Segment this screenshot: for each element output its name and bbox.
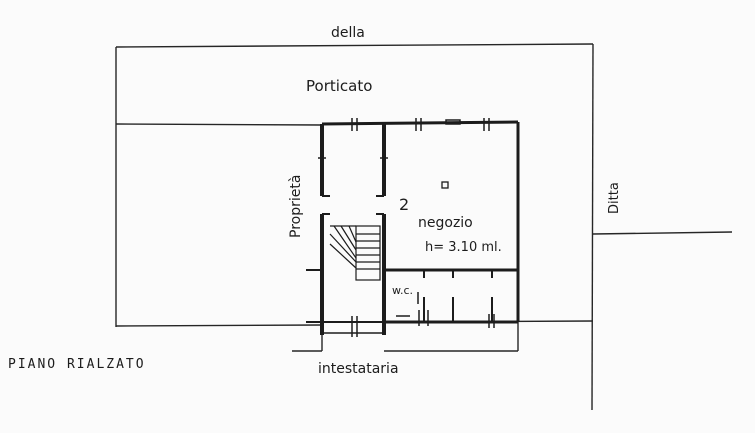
label-ditta: Ditta [607, 182, 622, 214]
wc-label: w.c. [392, 284, 413, 297]
label-intestataria: intestataria [318, 361, 399, 377]
label-della: della [331, 25, 365, 41]
room-height: h= 3.10 ml. [425, 240, 502, 255]
window-marks [318, 118, 495, 337]
unit-number: 2 [399, 195, 409, 214]
fixture-marker [441, 181, 449, 189]
building-walls [306, 120, 520, 335]
staircase [329, 225, 381, 281]
room-name: negozio [418, 215, 473, 231]
label-proprieta: Proprietà [288, 175, 304, 238]
label-porticato: Porticato [306, 77, 372, 95]
label-floor: PIANO RIALZATO [8, 357, 146, 372]
